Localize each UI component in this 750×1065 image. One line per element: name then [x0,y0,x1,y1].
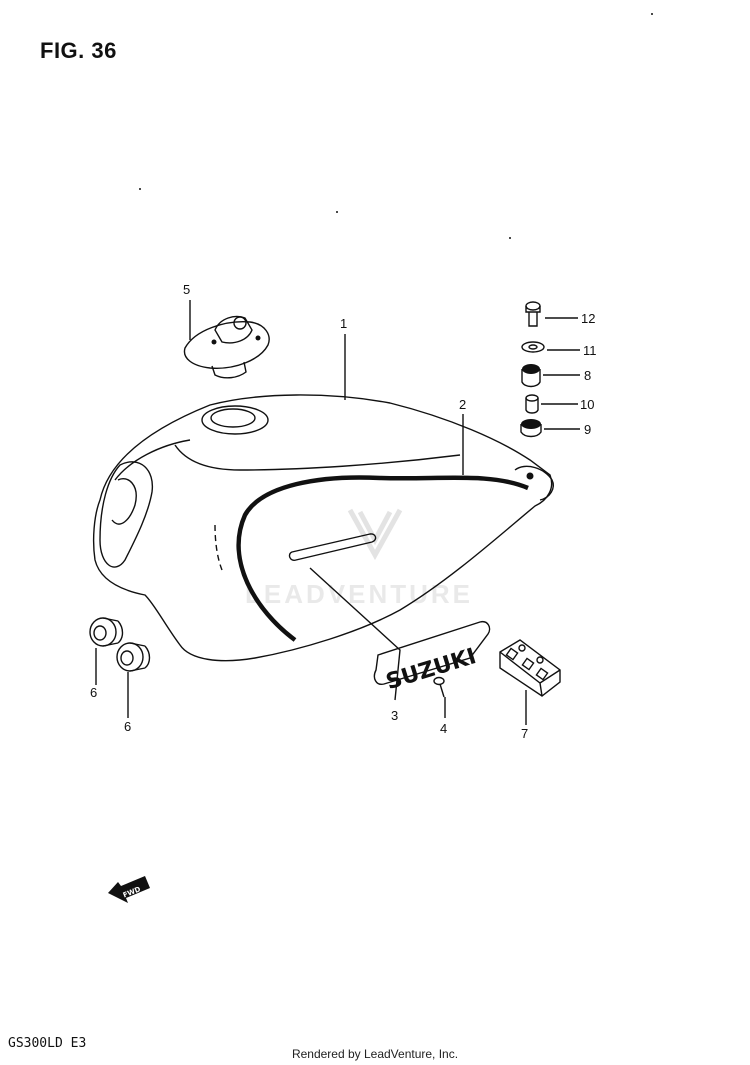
tank-cushion [499,639,561,697]
spacer [525,394,539,414]
callout-12: 12 [581,311,595,326]
model-code: GS300LD E3 [8,1036,87,1051]
footer-credit: Rendered by LeadVenture, Inc. [291,1047,459,1061]
grommet-b [116,642,151,672]
callout-5: 5 [183,282,190,297]
grommet-a [89,617,124,647]
rear-cushion [521,364,541,388]
callout-7: 7 [521,726,528,741]
callout-4: 4 [440,721,447,736]
suzuki-emblem: SUZUKI [373,620,491,695]
callout-3: 3 [391,708,398,723]
figure-title: FIG. 36 [40,38,117,63]
washer [521,341,545,353]
callout-11: 11 [583,343,597,358]
scan-specks [139,13,653,239]
bolt [525,301,541,327]
mount-cushion [520,419,542,438]
callout-10: 10 [580,397,594,412]
fuel-cap [183,315,270,379]
callout-labels: 1 2 3 4 5 6 6 7 8 9 10 11 12 [90,282,597,741]
watermark-text: LEADVENTURE [245,579,473,609]
emblem-screw [433,676,445,698]
fuel-tank [92,394,554,662]
forward-arrow-icon: FWD [108,876,150,903]
callout-1: 1 [340,316,347,331]
callout-6-a: 6 [90,685,97,700]
callout-6-b: 6 [124,719,131,734]
leader-lines [95,300,580,725]
callout-9: 9 [584,422,591,437]
callout-8: 8 [584,368,591,383]
callout-2: 2 [459,397,466,412]
watermark: LEADVENTURE [245,508,473,609]
